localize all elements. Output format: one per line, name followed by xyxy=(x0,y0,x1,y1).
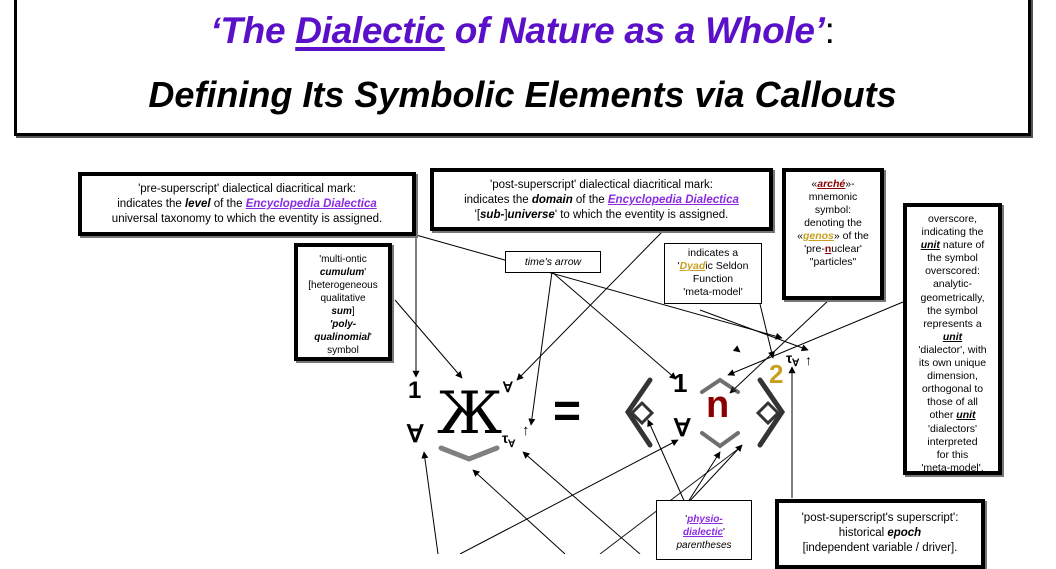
underscore-chevron-icon xyxy=(438,445,500,462)
callout-arche: «arché»- mnemonic symbol: denoting the «… xyxy=(782,168,884,300)
rhs-times-arrow-icon: ↑ xyxy=(805,352,812,368)
callout-text: «arché»- xyxy=(811,178,855,190)
callout-text: other unit xyxy=(929,409,976,422)
callout-text: 'post-superscript' dialectical diacritic… xyxy=(490,179,713,191)
rhs-superscript-two: 2 xyxy=(769,359,784,389)
callout-connectors xyxy=(394,231,904,554)
callout-text: qualinomial' xyxy=(314,332,372,343)
rhs-pre-superscript: 1 xyxy=(673,368,688,398)
callout-text: [independent variable / driver]. xyxy=(802,542,958,554)
callout-text: sum] xyxy=(331,306,355,317)
callout-text: indicates a xyxy=(687,247,739,259)
callout-text: denoting the xyxy=(804,217,862,229)
physio-dialectic-parentheses-icon xyxy=(624,377,786,449)
callout-text: «genos» of the xyxy=(797,230,869,242)
callout-text: unit xyxy=(942,330,963,343)
callout-text: orthogonal to xyxy=(921,383,984,396)
callout-text: dimension, xyxy=(927,370,978,383)
rhs-tau: τ∀ xyxy=(786,350,800,369)
callout-text: 'multi-ontic xyxy=(319,254,367,265)
callout-text: 'poly- xyxy=(329,319,357,330)
callout-text: geometrically, xyxy=(920,291,985,304)
title-box: ‘The Dialectic of Nature as a Whole’: De… xyxy=(14,0,1031,136)
encyclopedia-dialectica-link[interactable]: Encyclopedia Dialectica xyxy=(245,198,377,210)
encyclopedia-dialectica-link[interactable]: Encyclopedia Dialectica xyxy=(607,194,739,206)
callout-text: 'pre-nuclear' xyxy=(804,243,862,255)
page-subtitle: Defining Its Symbolic Elements via Callo… xyxy=(148,74,897,115)
callout-text: 'meta-model'. xyxy=(921,461,984,474)
callout-text: its own unique xyxy=(918,357,987,370)
equals-sign: = xyxy=(553,385,582,438)
callout-text: Function xyxy=(692,273,734,285)
callout-text: the symbol xyxy=(927,252,978,265)
callout-text: universal taxonomy to which the eventity… xyxy=(111,213,383,225)
callout-text: 'meta-model' xyxy=(683,286,743,298)
callout-text: unit nature of xyxy=(920,239,985,252)
callout-overscore: overscore, indicating the unit nature of… xyxy=(903,203,1002,475)
main-symbol-zhe: Ж xyxy=(437,379,503,447)
callout-dyadic: indicates a 'Dyadic Seldon Function 'met… xyxy=(664,243,762,304)
callout-text: those of all xyxy=(927,396,978,409)
callout-physio-dialectic: 'physio- dialectic' parentheses xyxy=(656,500,752,560)
callout-text: '[sub-]universe' to which the eventity i… xyxy=(474,209,729,221)
post-subscript-tau: τ∀ xyxy=(502,430,516,450)
callout-text: for this xyxy=(936,448,969,461)
callout-text: 'physio- xyxy=(685,514,723,525)
callout-text: indicates the domain of the Encyclopedia… xyxy=(464,194,739,206)
callout-text: represents a xyxy=(923,317,982,330)
times-arrow-icon: ↑ xyxy=(522,422,530,439)
callout-text: historical epoch xyxy=(838,527,922,539)
callout-text: 'pre-superscript' dialectical diacritica… xyxy=(138,183,356,195)
callout-text: overscore, xyxy=(927,213,978,225)
callout-text: parentheses xyxy=(676,540,732,551)
post-superscript-forall: ∀ xyxy=(503,379,513,395)
callout-text: overscored: xyxy=(925,265,980,278)
pre-subscript-forall: ∀ xyxy=(407,421,424,448)
page-title: ‘The Dialectic of Nature as a Whole’: xyxy=(210,10,835,51)
callout-cumulum: 'multi-ontic cumulum' [heterogeneous qua… xyxy=(294,243,392,361)
callout-times-arrow: time's arrow xyxy=(505,251,601,273)
callout-text: [heterogeneous xyxy=(308,280,378,291)
callout-text: mnemonic xyxy=(808,191,858,203)
callout-text: 'post-superscript's superscript': xyxy=(801,512,959,524)
callout-text: analytic- xyxy=(932,278,973,291)
rhs-pre-subscript: ∀ xyxy=(674,415,691,442)
callout-text: cumulum' xyxy=(319,267,367,278)
callout-text: 'dialector', with xyxy=(918,343,987,356)
callout-pre-superscript: 'pre-superscript' dialectical diacritica… xyxy=(78,172,416,236)
callout-epoch: 'post-superscript's superscript': histor… xyxy=(775,499,985,569)
callout-text: interpreted xyxy=(927,435,978,448)
pre-superscript-level: 1 xyxy=(408,377,422,404)
callout-text: symbol xyxy=(327,345,359,356)
callout-text: indicates the level of the Encyclopedia … xyxy=(117,198,377,210)
callout-text: 'dialectors' xyxy=(928,422,977,435)
callout-text: indicating the xyxy=(921,226,984,239)
callout-text: the symbol xyxy=(927,304,978,317)
callout-post-superscript: 'post-superscript' dialectical diacritic… xyxy=(430,168,773,231)
callout-text: dialectic' xyxy=(683,527,725,538)
callout-text: qualitative xyxy=(320,293,366,304)
callout-text: time's arrow xyxy=(524,256,582,268)
title-dialectic-link: Dialectic xyxy=(295,10,445,51)
callout-text: symbol: xyxy=(814,204,852,216)
rhs-n-symbol: n xyxy=(706,384,730,426)
callout-text: "particles" xyxy=(809,256,857,268)
callout-text: 'Dyadic Seldon xyxy=(677,260,749,272)
